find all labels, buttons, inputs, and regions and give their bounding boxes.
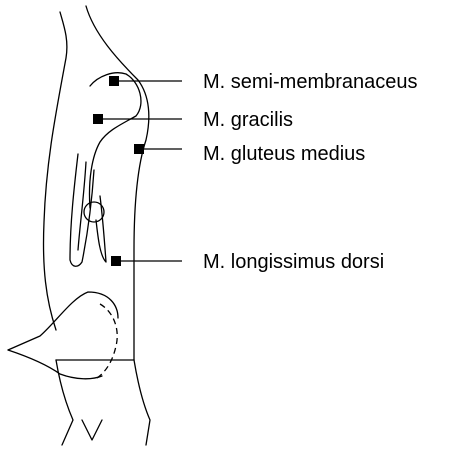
gluteus-medius-label: M. gluteus medius (203, 143, 365, 165)
gracilis-marker (93, 114, 103, 124)
muscle-labels: M. semi-membranaceus M. gracilis M. glut… (203, 71, 418, 273)
gluteus-medius-marker (134, 144, 144, 154)
longissimus-dorsi-label: M. longissimus dorsi (203, 251, 384, 273)
foreleg-underside (8, 350, 102, 379)
ham-region-outline (89, 73, 140, 208)
carcass-back-edge (44, 12, 67, 330)
carcass-bottom-right (134, 360, 150, 445)
inner-channel-lower (96, 196, 106, 262)
inner-channel-right (78, 162, 86, 250)
hip-joint-circle (84, 202, 104, 222)
carcass-bottom-notch (82, 420, 102, 440)
foreleg-dashed-joint (94, 304, 117, 380)
carcass-front-edge (86, 6, 149, 360)
semimembranaceus-label: M. semi-membranaceus (203, 71, 418, 93)
foreleg-outline (8, 292, 118, 350)
gracilis-label: M. gracilis (203, 109, 293, 131)
semimembranaceus-marker (109, 76, 119, 86)
label-markers (93, 76, 182, 266)
longissimus-dorsi-marker (111, 256, 121, 266)
